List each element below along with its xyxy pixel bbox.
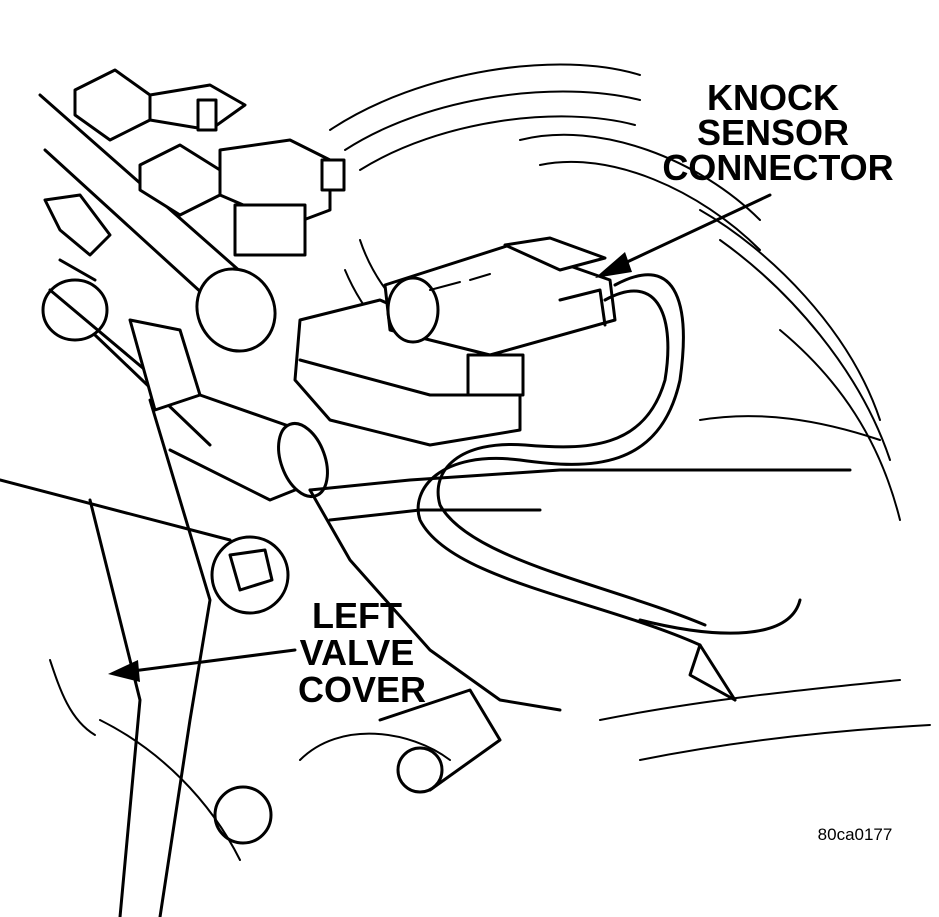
valve-cover-arrow: [123, 648, 297, 674]
left-valve-cover-label: LEFT VALVE COVER: [298, 595, 426, 710]
knock-sensor-connector-label: KNOCK SENSOR CONNECTOR: [662, 77, 893, 188]
label-line-left: LEFT: [312, 595, 402, 636]
leader-arrows: [108, 193, 772, 682]
spark-plug-tube: [41, 193, 329, 502]
label-line-connector: CONNECTOR: [662, 147, 893, 188]
wiring-harness: [416, 273, 802, 702]
coil-connectors: [73, 68, 346, 257]
valve-cover-body: [0, 398, 931, 917]
label-line-sensor: SENSOR: [697, 112, 849, 153]
knock-sensor-arrow: [608, 193, 772, 272]
valve-cover-arrowhead: [108, 660, 140, 682]
figure-id: 80ca0177: [818, 825, 893, 844]
fuel-rail: [38, 93, 277, 353]
knock-sensor-body: [293, 298, 525, 447]
knock-sensor-connector: [383, 236, 617, 357]
label-line-cover: COVER: [298, 669, 426, 710]
label-line-knock: KNOCK: [707, 77, 839, 118]
label-line-valve: VALVE: [300, 632, 415, 673]
knock-sensor-arrowhead: [595, 252, 632, 278]
